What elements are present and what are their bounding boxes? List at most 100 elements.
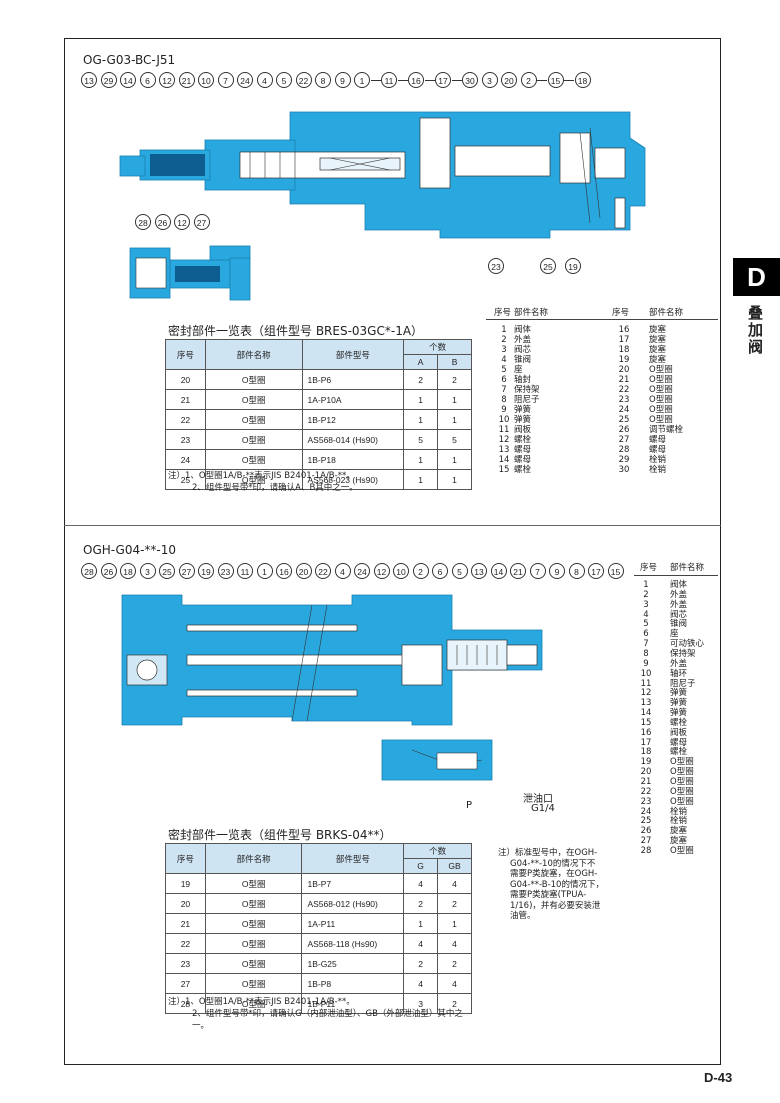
parts-name: O型圈 <box>649 375 673 385</box>
callout-14: 14 <box>120 72 136 88</box>
cell-no: 21 <box>165 389 206 410</box>
callout-14: 14 <box>490 563 507 579</box>
parts-name: 轴环 <box>670 668 688 679</box>
parts-name: O型圈 <box>649 385 673 395</box>
cell-model: 1B-P12 <box>301 409 405 430</box>
parts-name: 弹簧 <box>670 688 688 699</box>
parts-name: O型圈 <box>649 365 673 375</box>
callout-6: 6 <box>432 563 448 579</box>
cell-count-b: 2 <box>437 369 472 390</box>
parts-no: 18 <box>618 345 630 355</box>
parts-name: 旋塞 <box>670 826 688 837</box>
parts-no: 20 <box>618 365 630 375</box>
parts-name: O型圈 <box>670 796 694 807</box>
cell-model: AS568-014 (Hs90) <box>301 429 405 450</box>
parts-name: 座 <box>670 629 679 640</box>
parts-no: 24 <box>640 806 652 817</box>
parts-name: 阀芯 <box>670 609 688 620</box>
parts-name: 阻尼子 <box>514 395 540 405</box>
callout-21: 21 <box>178 72 195 88</box>
callout-15: 15 <box>607 563 624 579</box>
callout-3: 3 <box>481 72 498 88</box>
parts-name: 外盖 <box>514 335 532 345</box>
parts-no: 16 <box>640 727 652 738</box>
callout-connector <box>451 79 462 81</box>
cell-model: 1B-G25 <box>301 953 405 974</box>
parts-no: 10 <box>640 668 652 679</box>
cell-count-b: 1 <box>437 409 472 430</box>
cell-count-a: 4 <box>403 973 439 994</box>
parts-name: 弹簧 <box>514 405 532 415</box>
parts-no: 3 <box>501 345 507 355</box>
parts-no: 11 <box>498 425 510 435</box>
callout-23: 23 <box>217 563 234 579</box>
callout-18: 18 <box>574 72 591 88</box>
cell-no: 20 <box>165 369 206 390</box>
parts-no: 25 <box>618 415 630 425</box>
callout-24: 24 <box>354 563 370 579</box>
callout-4: 4 <box>256 72 273 88</box>
parts-no: 10 <box>498 415 510 425</box>
parts-name: O型圈 <box>649 395 673 405</box>
callout-21: 21 <box>510 563 526 579</box>
parts-no: 17 <box>618 335 630 345</box>
section2-notes: 注）1、O型圈1A/B-**表示JIS B2401-1A/B-**。 2、组件型… <box>168 997 463 1031</box>
parts-name: 阀板 <box>670 727 688 738</box>
col-b: B <box>437 354 472 370</box>
callout-connector <box>397 79 408 81</box>
cell-count-b: 4 <box>437 973 472 994</box>
parts-no: 11 <box>640 678 652 689</box>
cell-model: 1B-P7 <box>301 873 405 894</box>
parts-no: 15 <box>640 717 652 728</box>
parts-no: 23 <box>640 796 652 807</box>
cell-name: O型圈 <box>204 933 303 954</box>
callout-8: 8 <box>568 563 585 579</box>
cell-model: 1B-P6 <box>301 369 405 390</box>
section1-callout-25: 25 <box>540 258 556 274</box>
col-count: 个数 <box>403 339 472 355</box>
cell-name: O型圈 <box>204 913 303 934</box>
cell-count-a: 2 <box>403 893 439 914</box>
callout-5: 5 <box>276 72 292 88</box>
parts-name: O型圈 <box>670 786 694 797</box>
parts-no: 6 <box>643 629 649 640</box>
cell-count-a: 2 <box>403 369 439 390</box>
cell-name: O型圈 <box>204 873 303 894</box>
cell-no: 23 <box>165 429 206 450</box>
parts-name: O型圈 <box>670 777 694 787</box>
parts-name: 保持架 <box>514 385 540 395</box>
parts-name: 轴封 <box>514 375 532 385</box>
cell-no: 25 <box>165 469 206 490</box>
cell-no: 23 <box>165 953 206 974</box>
cell-no: 19 <box>165 873 206 894</box>
parts-no: 12 <box>640 688 652 699</box>
callout-7: 7 <box>529 563 546 579</box>
drain-size: G1/4 <box>531 803 555 814</box>
parts-no: 24 <box>618 405 630 415</box>
callout-17: 17 <box>435 72 451 88</box>
parts-no: 4 <box>643 609 649 620</box>
callout-connector <box>564 79 574 81</box>
parts-no: 5 <box>501 365 507 375</box>
parts-no: 8 <box>501 395 507 405</box>
callout-12: 12 <box>373 563 390 579</box>
cell-count-a: 1 <box>403 409 439 430</box>
cell-count-a: 5 <box>403 429 439 450</box>
page-number: D-43 <box>704 1070 733 1085</box>
callout-25: 25 <box>159 563 175 579</box>
cell-count-a: 1 <box>403 449 439 470</box>
cell-name: O型圈 <box>204 409 303 430</box>
parts-name: 弹簧 <box>514 415 532 425</box>
parts-name: 栓销 <box>670 816 688 827</box>
parts-name: O型圈 <box>670 757 694 768</box>
callout-12: 12 <box>174 214 190 230</box>
cell-count-b: 4 <box>437 933 472 954</box>
callout-1: 1 <box>354 72 370 88</box>
